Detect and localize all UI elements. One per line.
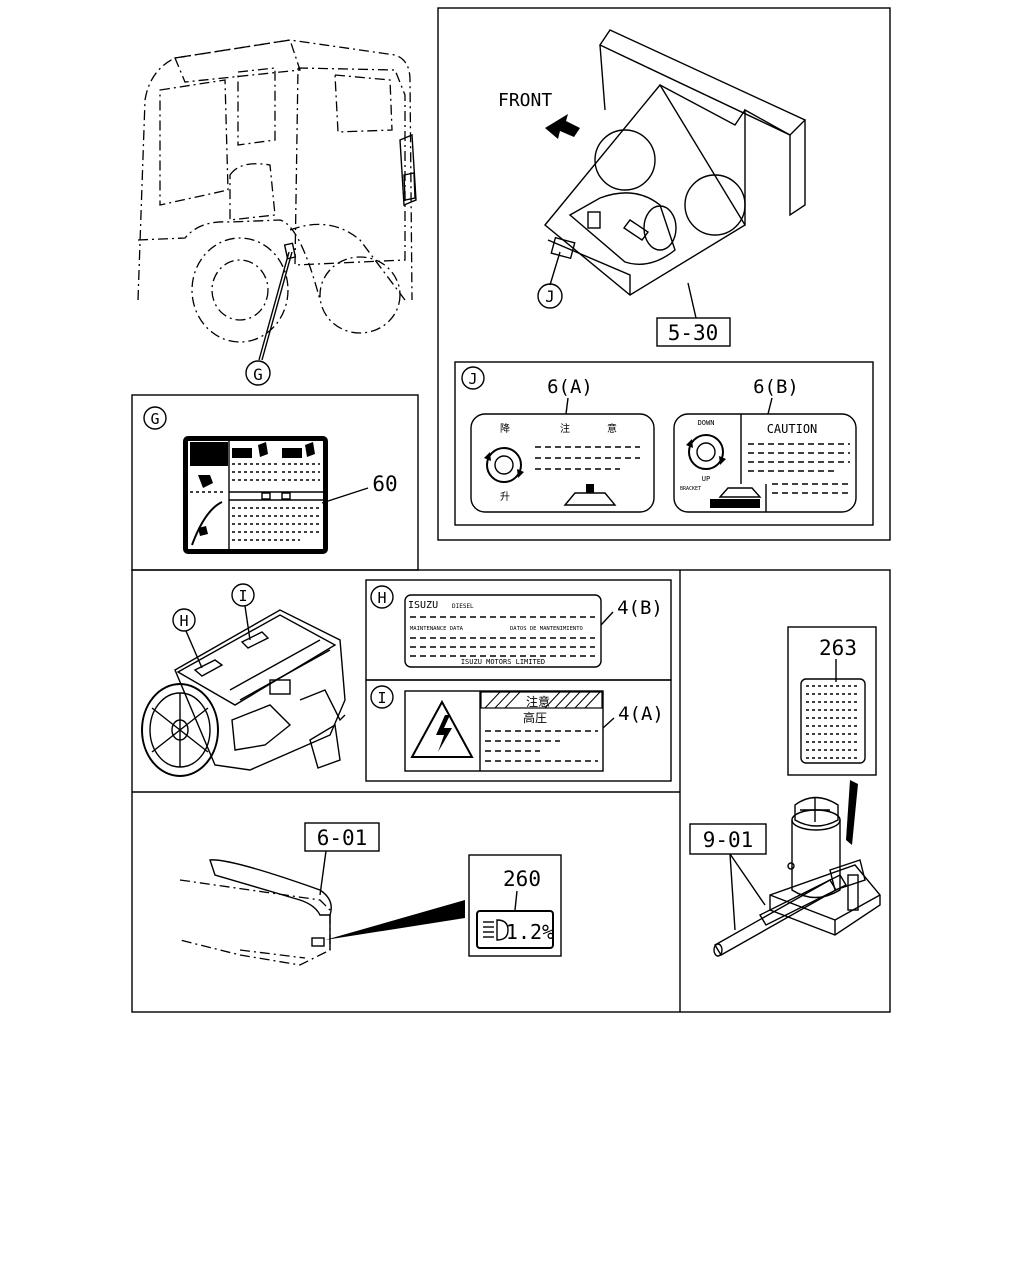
sticker-6a-kanji-4: 升 xyxy=(500,491,510,503)
bumper-illustration: 6-01 260 1.2% xyxy=(179,822,562,966)
sticker-4b-maintenance: MAINTENANCE DATA xyxy=(410,626,464,632)
callout-i-engine: I xyxy=(238,587,247,605)
callout-h-detail: H xyxy=(377,589,386,607)
part-260: 260 xyxy=(503,867,541,891)
part-60: 60 xyxy=(372,472,397,496)
part-4a: 4(A) xyxy=(618,703,664,725)
sticker-6b-caution: CAUTION xyxy=(767,422,818,436)
detail-g: G 60 xyxy=(143,406,398,554)
part-6b: 6(B) xyxy=(753,376,799,398)
callout-g-detail: G xyxy=(150,410,159,428)
detail-h: H ISUZU DIESEL MAINTENANCE DATA DATOS DE… xyxy=(370,585,663,668)
headlamp-percent: 1.2% xyxy=(506,920,554,944)
callout-h-engine: H xyxy=(179,612,188,630)
panel-borders xyxy=(131,7,891,1013)
sticker-6b-down: DOWN xyxy=(698,419,715,427)
sticker-6a-kanji-1: 降 xyxy=(500,422,510,435)
callout-j-detail: J xyxy=(468,370,477,388)
detail-j: J 6(A) 6(B) 降 注 意 升 DOWN UP BRACKET CAUT… xyxy=(461,366,857,513)
headlamp-icon xyxy=(496,919,509,941)
part-6a: 6(A) xyxy=(547,376,593,398)
part-6-01: 6-01 xyxy=(317,826,368,850)
callout-g-top: G xyxy=(253,365,263,384)
sticker-6a-kanji-3: 意 xyxy=(607,422,617,435)
part-9-01: 9-01 xyxy=(703,828,754,852)
high-voltage-warning-icon xyxy=(410,699,474,758)
truck-cab-illustration: G xyxy=(137,39,417,386)
sticker-6b-up: UP xyxy=(702,475,710,483)
sticker-4b-dates: DATOS DE MANTENIMIENTO xyxy=(510,626,583,632)
part-5-30: 5-30 xyxy=(668,321,719,345)
jack-illustration: 263 9-01 xyxy=(689,626,881,957)
sticker-6b-bracket: BRACKET xyxy=(680,486,701,492)
callout-i-detail: I xyxy=(377,689,386,707)
callout-j-top: J xyxy=(545,287,555,306)
part-263: 263 xyxy=(819,636,857,660)
sticker-4a-kanji-1: 注意 xyxy=(526,694,550,709)
part-4b: 4(B) xyxy=(617,597,663,619)
sticker-6a-kanji-2: 注 xyxy=(560,422,570,435)
front-label: FRONT xyxy=(498,90,552,111)
front-arrow-icon xyxy=(545,114,580,139)
detail-i: I 注意 高圧 4(A) xyxy=(370,685,664,772)
sticker-4b-isuzu: ISUZU xyxy=(408,600,438,611)
sticker-4b-diesel: DIESEL xyxy=(452,603,474,610)
sticker-4a-kanji-2: 高圧 xyxy=(523,710,547,725)
sticker-4b-isuzu-motors: ISUZU MOTORS LIMITED xyxy=(461,658,545,666)
engine-illustration: H I xyxy=(141,583,346,777)
jack-bracket-illustration: FRONT J 5-30 xyxy=(498,29,807,347)
